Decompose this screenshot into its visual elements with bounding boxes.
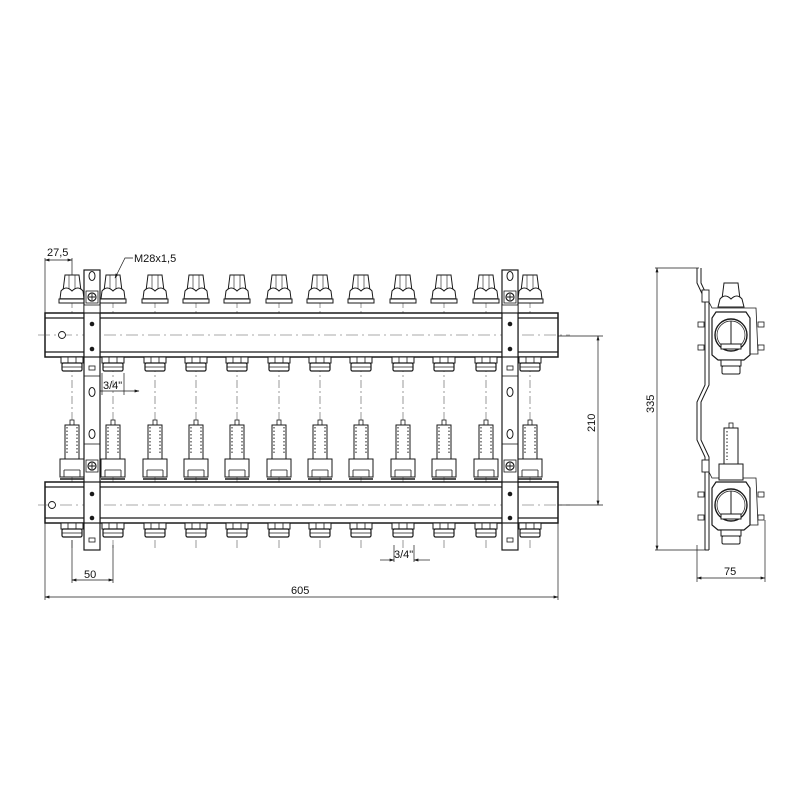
dim-outlet-pitch: 50 bbox=[84, 569, 96, 581]
dim-end-offset: 27,5 bbox=[47, 247, 68, 259]
dimension-lines bbox=[44, 257, 603, 600]
dim-outlet-thread-top: 3/4" bbox=[103, 380, 122, 392]
mounting-bracket-right bbox=[501, 269, 519, 551]
dim-depth: 75 bbox=[724, 566, 736, 578]
return-bar-bottom bbox=[38, 419, 570, 538]
mounting-bracket-left bbox=[83, 269, 101, 551]
side-unit-bottom bbox=[697, 422, 765, 545]
front-view: 27,5 M28x1,5 3/4" 50 3/4" 605 210 bbox=[38, 247, 603, 600]
supply-bar-top bbox=[38, 274, 570, 372]
side-unit-top bbox=[697, 282, 765, 375]
dim-outlet-thread-bottom: 3/4" bbox=[394, 549, 413, 561]
dim-total-height: 335 bbox=[645, 395, 657, 413]
dim-bar-spacing: 210 bbox=[586, 414, 598, 432]
dim-thread: M28x1,5 bbox=[134, 253, 176, 265]
dim-total-length: 605 bbox=[291, 585, 309, 597]
side-dimension-lines bbox=[655, 267, 766, 582]
side-view: 335 75 bbox=[645, 267, 766, 582]
